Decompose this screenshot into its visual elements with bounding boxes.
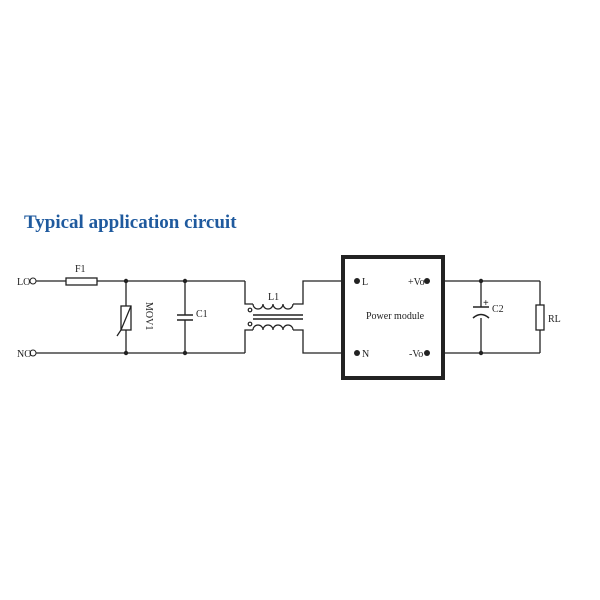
diagram-title: Typical application circuit bbox=[24, 212, 237, 233]
inductor-l1 bbox=[247, 303, 303, 331]
module-pins bbox=[354, 278, 430, 356]
label-c2: C2 bbox=[492, 304, 504, 315]
terminal-l bbox=[29, 277, 37, 285]
label-no: NO bbox=[17, 349, 31, 360]
pin-n-label: N bbox=[362, 349, 369, 360]
mov1-varistor bbox=[116, 305, 132, 337]
capacitor-c2 bbox=[472, 306, 490, 319]
label-f1: F1 bbox=[75, 264, 86, 275]
junction-dots bbox=[123, 278, 484, 356]
label-lo: LO bbox=[17, 277, 30, 288]
label-c1: C1 bbox=[196, 309, 208, 320]
load-resistor bbox=[535, 304, 545, 331]
label-mov1: MOV1 bbox=[143, 302, 154, 330]
c2-polarity: + bbox=[483, 298, 489, 309]
label-l1: L1 bbox=[268, 292, 279, 303]
pin-vo-plus-label: +Vo bbox=[408, 277, 425, 288]
terminal-n bbox=[29, 349, 37, 357]
pin-l-label: L bbox=[362, 277, 368, 288]
power-module-box bbox=[341, 255, 445, 380]
fuse-f1 bbox=[65, 277, 98, 286]
pin-vo-minus-label: -Vo bbox=[409, 349, 423, 360]
capacitor-c1 bbox=[177, 314, 193, 321]
label-rl: RL bbox=[548, 314, 561, 325]
power-module-label: Power module bbox=[366, 311, 425, 322]
wires bbox=[36, 280, 541, 354]
